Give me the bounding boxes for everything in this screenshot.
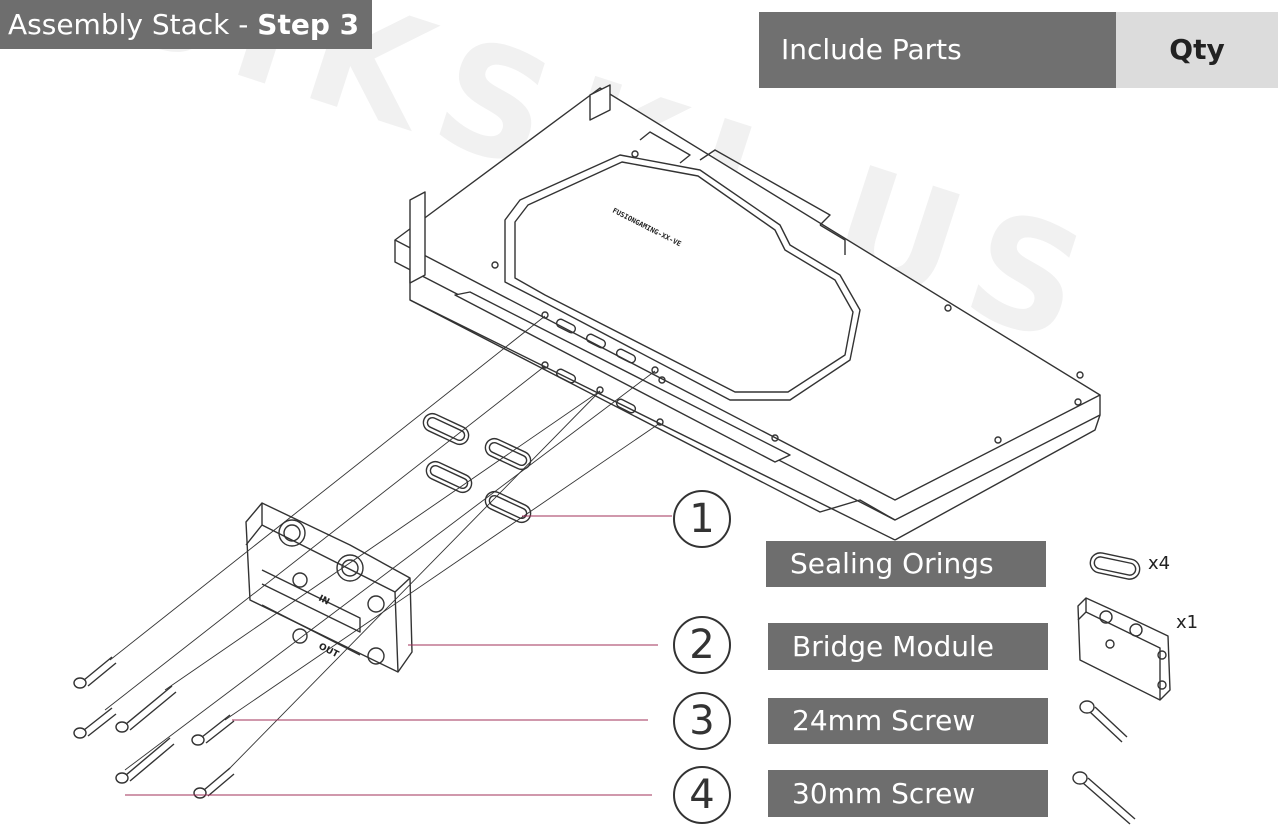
screw-30mm-icon xyxy=(1072,771,1136,825)
part-label-24mm-screw: 24mm Screw xyxy=(768,698,1048,744)
title-prefix: Assembly Stack - xyxy=(8,8,258,41)
title-step: Step 3 xyxy=(257,8,360,41)
part-label-bridge-module: Bridge Module xyxy=(768,623,1048,670)
part-icons xyxy=(1072,552,1171,825)
include-parts-header: Include Parts xyxy=(759,12,1116,88)
oring-icon xyxy=(1089,552,1141,580)
qty-header: Qty xyxy=(1116,12,1278,88)
exploded-screws xyxy=(73,656,235,799)
callout-1: 1 xyxy=(673,490,731,548)
bridge-module-icon xyxy=(1077,597,1171,701)
callout-3: 3 xyxy=(673,692,731,750)
leader-lines xyxy=(125,515,672,796)
callout-2: 2 xyxy=(673,616,731,674)
part-label-sealing-orings: Sealing Orings xyxy=(766,541,1046,587)
screw-24mm-icon xyxy=(1079,700,1128,743)
board-screw-holes xyxy=(491,150,1084,444)
guide-lines xyxy=(104,315,661,771)
bridge-out-mark: OUT xyxy=(317,642,341,661)
water-block xyxy=(504,154,861,401)
callout-4: 4 xyxy=(673,766,731,824)
bridge-in-mark: IN xyxy=(317,594,331,608)
port-strip xyxy=(454,291,791,463)
exploded-orings xyxy=(422,412,532,524)
part-label-30mm-screw: 30mm Screw xyxy=(768,770,1048,817)
page-title: Assembly Stack - Step 3 xyxy=(0,0,372,49)
qty-bridge-module: x1 xyxy=(1176,612,1199,633)
qty-sealing-orings: x4 xyxy=(1148,553,1171,574)
